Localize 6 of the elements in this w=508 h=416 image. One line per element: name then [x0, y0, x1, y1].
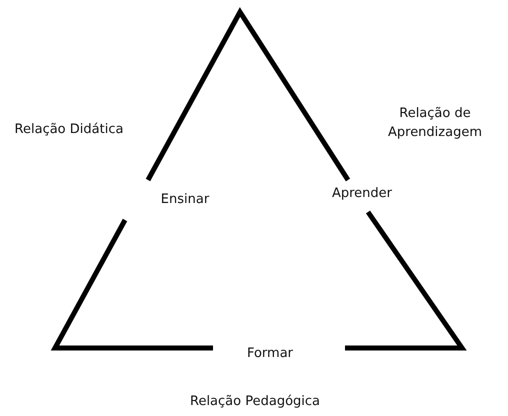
relation-label: Relação de Aprendizagem [386, 105, 483, 142]
relation-label: Relação Pedagógica [189, 393, 321, 411]
side-label: Ensinar [160, 191, 210, 209]
relation-label: Relação Didática [14, 121, 124, 139]
side-label: Formar [246, 345, 294, 363]
side-label: Aprender [330, 185, 394, 203]
